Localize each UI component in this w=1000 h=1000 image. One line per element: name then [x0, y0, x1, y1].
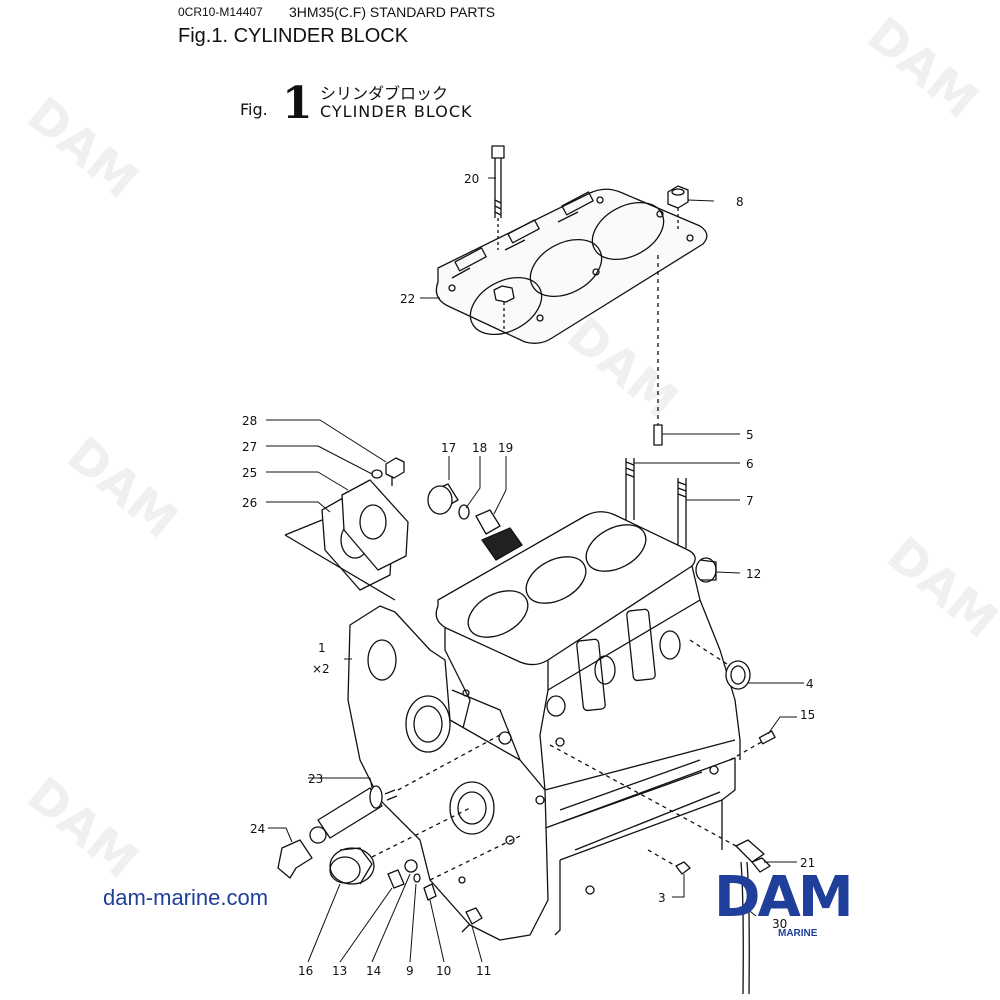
seal-4	[725, 660, 751, 690]
sleeve-10	[423, 883, 437, 901]
callout-21: 21	[800, 856, 815, 870]
side-gasket-25	[341, 479, 409, 571]
washer-14	[404, 859, 418, 873]
guide-line	[284, 519, 323, 536]
callout-7: 7	[746, 494, 754, 508]
callout-5: 5	[746, 428, 754, 442]
dipstick-30	[740, 861, 750, 995]
nut-8	[667, 185, 689, 232]
callout-18: 18	[472, 441, 487, 455]
callout-26: 26	[242, 496, 257, 510]
callout-16: 16	[298, 964, 313, 978]
plug-13	[387, 869, 405, 889]
callout-28: 28	[242, 414, 257, 428]
bolt-20	[491, 145, 505, 250]
callout-8: 8	[736, 195, 744, 209]
leader-lines	[266, 177, 804, 963]
pin-15	[758, 730, 776, 745]
pipe-23	[317, 785, 398, 839]
callout-27: 27	[242, 440, 257, 454]
callout-labels: 20 8 22 5 6 7 12 28 27 25 26 17 18 19 1 …	[242, 172, 815, 978]
plug-12	[695, 557, 717, 583]
bolt-11	[461, 907, 483, 933]
figure-title-jp: シリンダブロック	[320, 84, 449, 103]
logo-text: DAM	[714, 865, 854, 930]
callout-17: 17	[441, 441, 456, 455]
callout-13: 13	[332, 964, 347, 978]
callout-4: 4	[806, 677, 814, 691]
figure-label-word: Fig.	[240, 100, 268, 119]
figure-title-en: CYLINDER BLOCK	[320, 102, 473, 121]
callout-11: 11	[476, 964, 491, 978]
bolt-3	[675, 861, 691, 875]
cylinder-block-body	[435, 511, 741, 936]
callout-19: 19	[498, 441, 513, 455]
callout-25: 25	[242, 466, 257, 480]
guide-line	[284, 534, 396, 601]
dam-marine-logo: DAM MARINE	[714, 868, 894, 948]
callout-22: 22	[400, 292, 415, 306]
oil-filter-17	[427, 483, 459, 515]
gear-housing-1	[347, 605, 549, 941]
website-link[interactable]: dam-marine.com	[103, 885, 269, 910]
callout-23: 23	[308, 772, 323, 786]
document-title: 3HM35(C.F) STANDARD PARTS	[289, 4, 496, 20]
callout-30: 30	[772, 917, 787, 931]
callout-12: 12	[746, 567, 761, 581]
document-code: 0CR10-M14407	[178, 5, 263, 19]
bolt-28	[385, 457, 405, 486]
figure-caption: Fig.1. CYLINDER BLOCK	[178, 25, 409, 47]
callout-9: 9	[406, 964, 414, 978]
union-19	[475, 509, 501, 535]
mount-shadow	[481, 527, 523, 561]
oring-18	[458, 504, 470, 520]
elbow-24	[277, 826, 327, 879]
stud-6	[625, 458, 635, 520]
callout-1: 1	[318, 641, 326, 655]
head-gasket	[435, 188, 708, 344]
callout-1-qty: ×2	[312, 662, 330, 676]
stud-7	[677, 478, 687, 548]
callout-14: 14	[366, 964, 381, 978]
callout-6: 6	[746, 457, 754, 471]
callout-15: 15	[800, 708, 815, 722]
fitting-21	[735, 839, 771, 873]
figure-label-number: 1	[282, 78, 313, 129]
callout-10: 10	[436, 964, 451, 978]
callout-20: 20	[464, 172, 479, 186]
logo-subtext: MARINE	[778, 928, 818, 939]
callout-24: 24	[250, 822, 265, 836]
washer-27	[371, 469, 383, 479]
bushing-16	[329, 847, 375, 885]
dowel-pin-5	[653, 424, 663, 446]
callout-3: 3	[658, 891, 666, 905]
nut-on-gasket	[493, 285, 515, 330]
oring-9	[413, 873, 421, 883]
